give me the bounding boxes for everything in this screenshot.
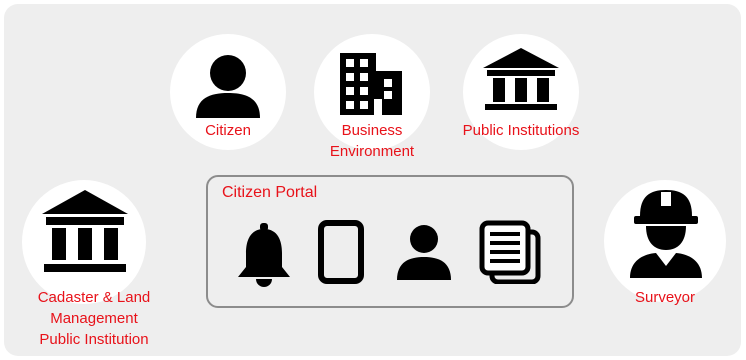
office-building-icon — [340, 53, 402, 115]
business-label-line1: Business — [341, 122, 403, 139]
hard-hat-worker-icon — [630, 190, 702, 278]
citizen-circle — [170, 34, 286, 150]
cadaster-label-line2: Management — [50, 310, 138, 327]
notification-bell-icon — [238, 223, 290, 287]
cadaster-label-line1: Cadaster & Land — [37, 289, 151, 306]
cadaster-label-line3: Public Institution — [39, 331, 149, 348]
surveyor-label: Surveyor — [634, 289, 696, 306]
citizen-portal-box — [206, 175, 574, 308]
person-icon — [196, 55, 260, 118]
user-profile-icon — [397, 225, 451, 280]
mobile-phone-icon — [318, 220, 364, 284]
institution-building-icon — [42, 190, 128, 272]
citizen-label: Citizen — [205, 122, 251, 139]
business-label-line2: Environment — [329, 143, 415, 160]
institution-building-icon — [483, 48, 559, 110]
documents-icon — [479, 220, 541, 284]
public-institutions-label: Public Institutions — [462, 122, 580, 139]
portal-title: Citizen Portal — [222, 184, 318, 201]
